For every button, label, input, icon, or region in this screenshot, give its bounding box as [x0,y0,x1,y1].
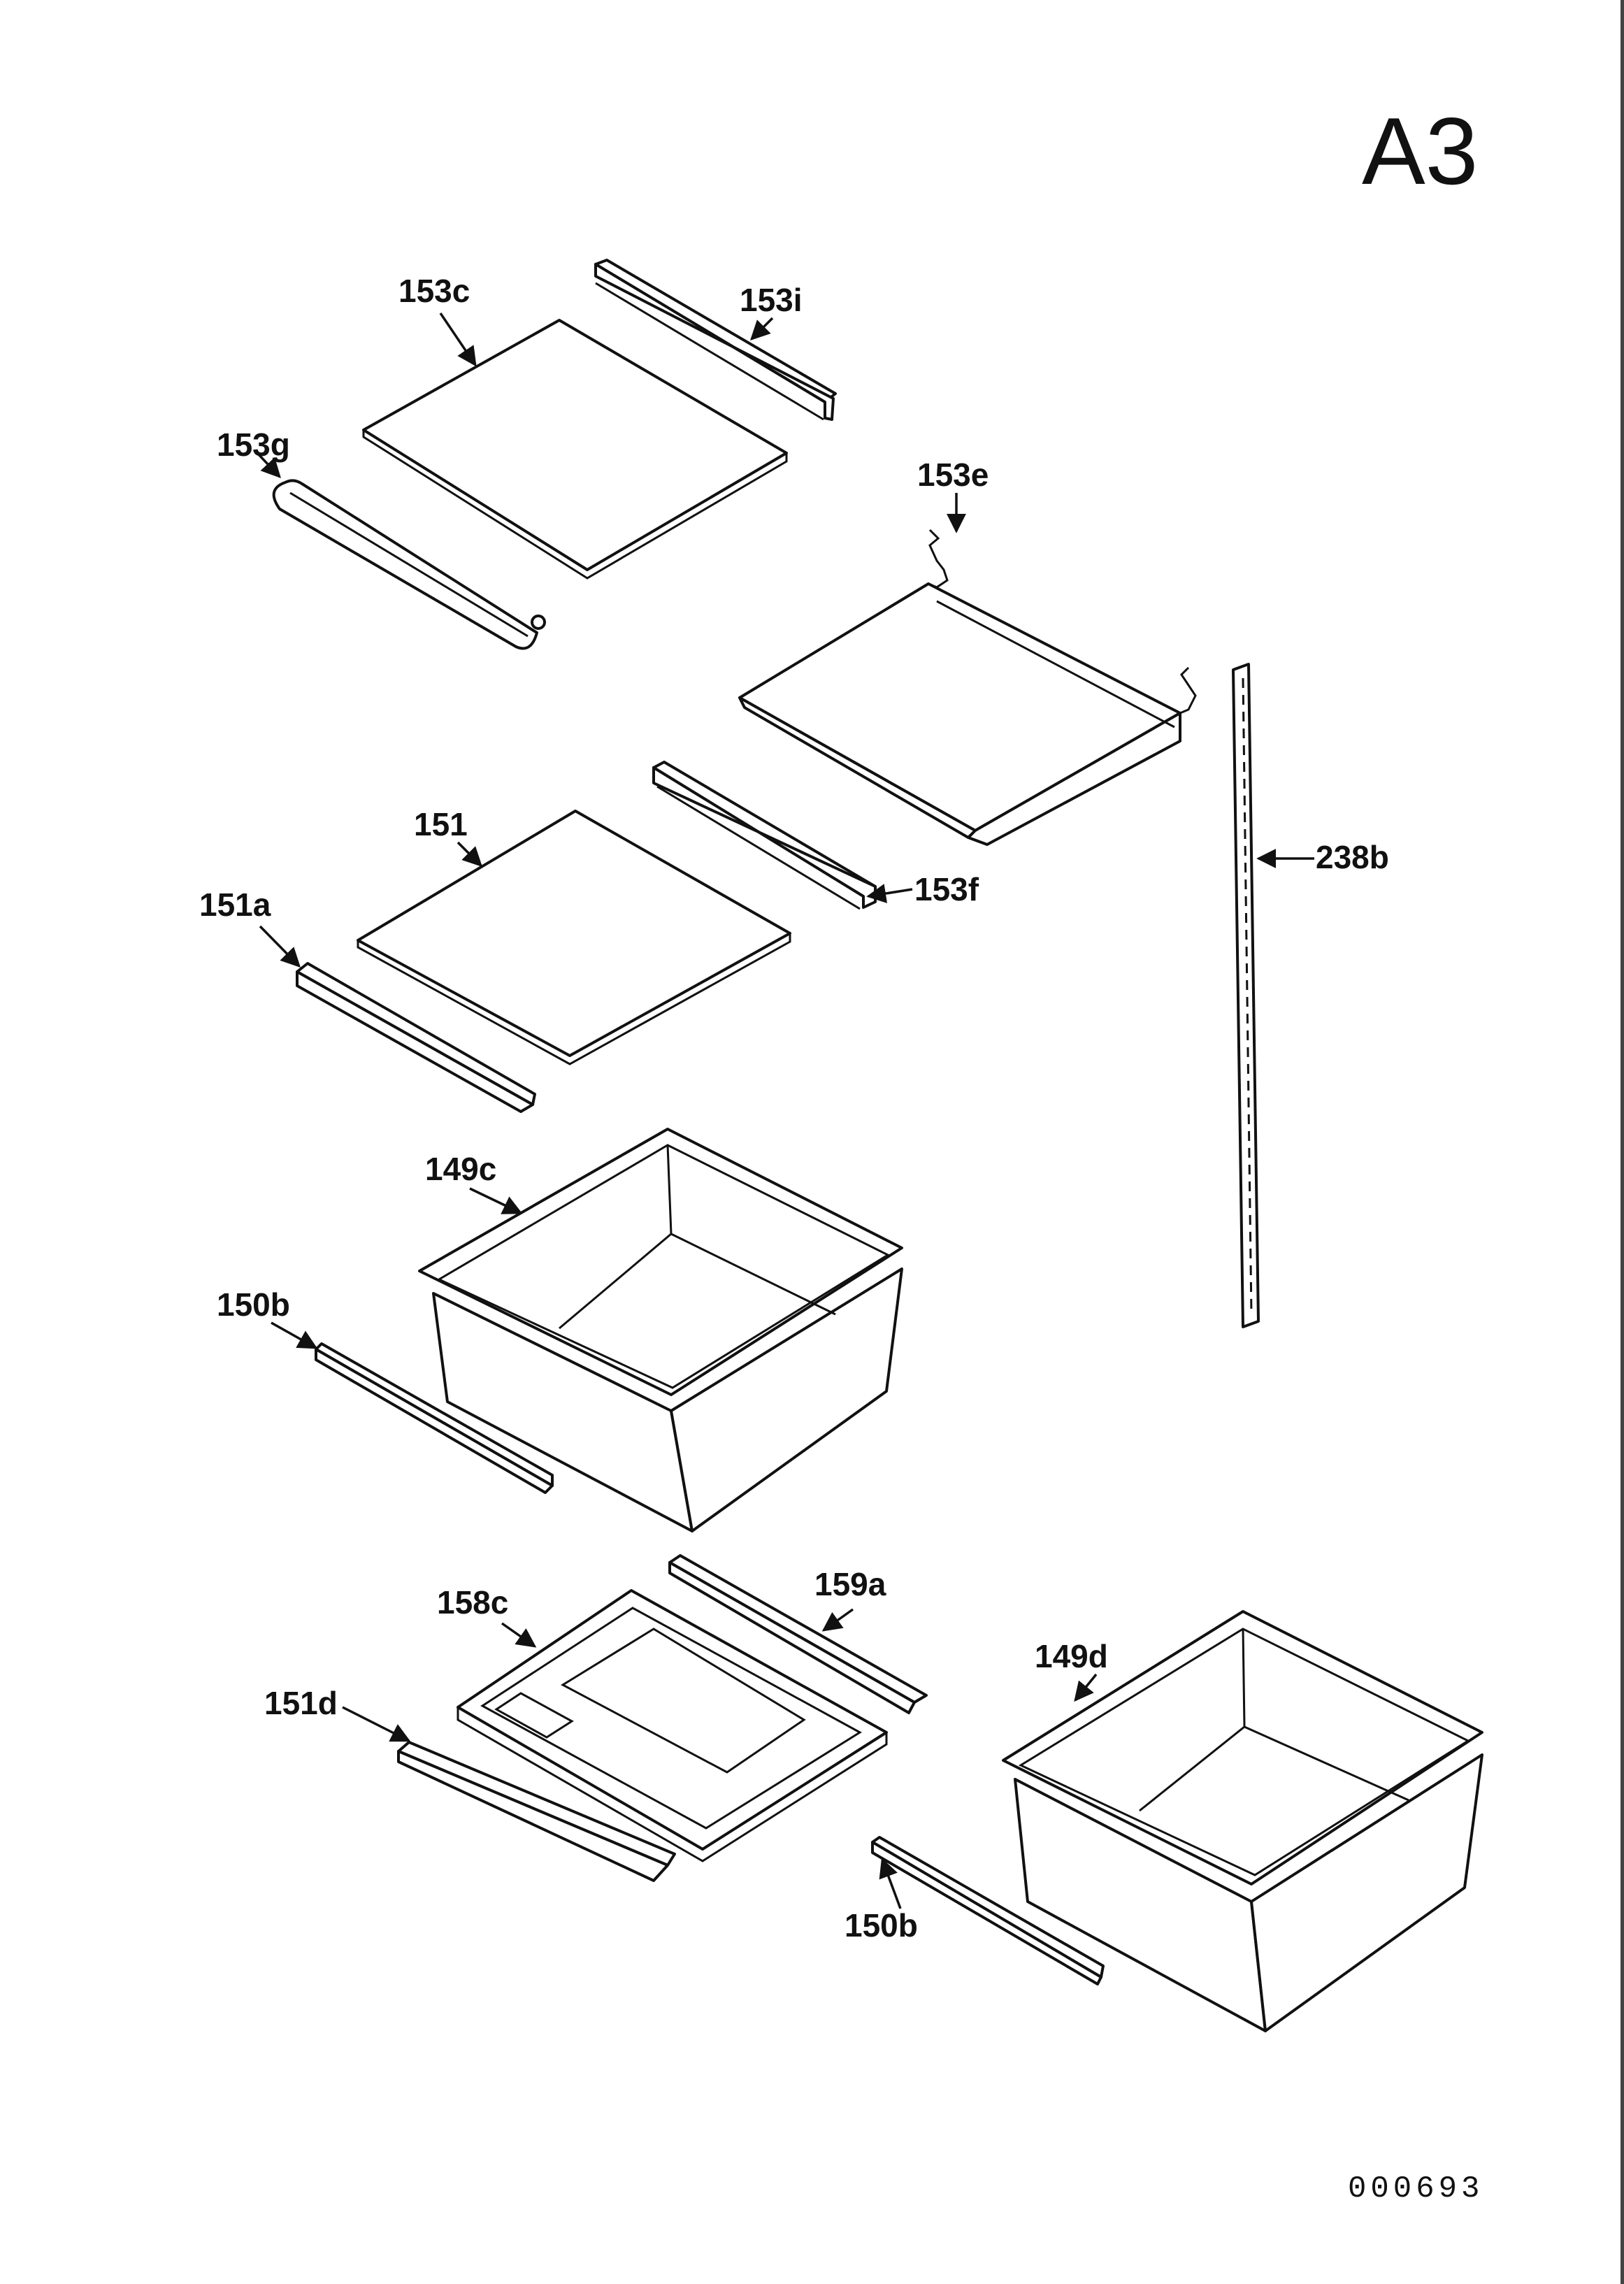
part-150b-slide-strip-lower [871,1836,1105,1985]
callout-153i: 153i [740,282,803,318]
part-153g-rail [272,479,546,650]
part-159a-trim-strip [668,1554,928,1714]
callout-158c: 158c [437,1584,508,1621]
callout-149c: 149c [425,1151,496,1187]
document-number: 000693 [1348,2171,1484,2206]
callout-151a: 151a [199,886,271,923]
part-149d-crisper-drawer [1002,1610,1483,2032]
page-id-label: A3 [1362,98,1479,204]
callout-238b: 238b [1316,839,1389,875]
callout-150b-upper: 150b [217,1286,290,1323]
callout-159a: 159a [814,1566,886,1602]
scan-edge-line [1621,0,1624,2284]
part-149c-crisper-drawer [418,1128,903,1532]
callout-153e: 153e [917,457,989,493]
part-151-glass-shelf [357,810,791,1065]
part-153e-sliding-shelf [738,529,1197,846]
callout-151d: 151d [264,1685,338,1721]
part-153c-glass-shelf [362,319,788,580]
callout-153c: 153c [398,273,470,309]
callout-153g: 153g [217,426,290,463]
part-151d-trim-strip [397,1741,676,1882]
callout-150b-lower: 150b [845,1907,918,1944]
leader-lines [256,313,1314,1909]
part-238b-vertical-standard [1232,663,1260,1328]
part-151a-trim-strip [296,962,536,1113]
callout-labels: 153c 153i 153g 153e 238b 151 151a 153f 1… [199,273,1389,1944]
callout-149d: 149d [1035,1638,1108,1674]
part-150b-slide-strip-upper [315,1342,554,1494]
part-158c-crisper-cover [457,1589,888,1862]
callout-151: 151 [414,806,468,842]
callout-153f: 153f [914,871,979,907]
part-153i-trim-strip [594,259,837,421]
